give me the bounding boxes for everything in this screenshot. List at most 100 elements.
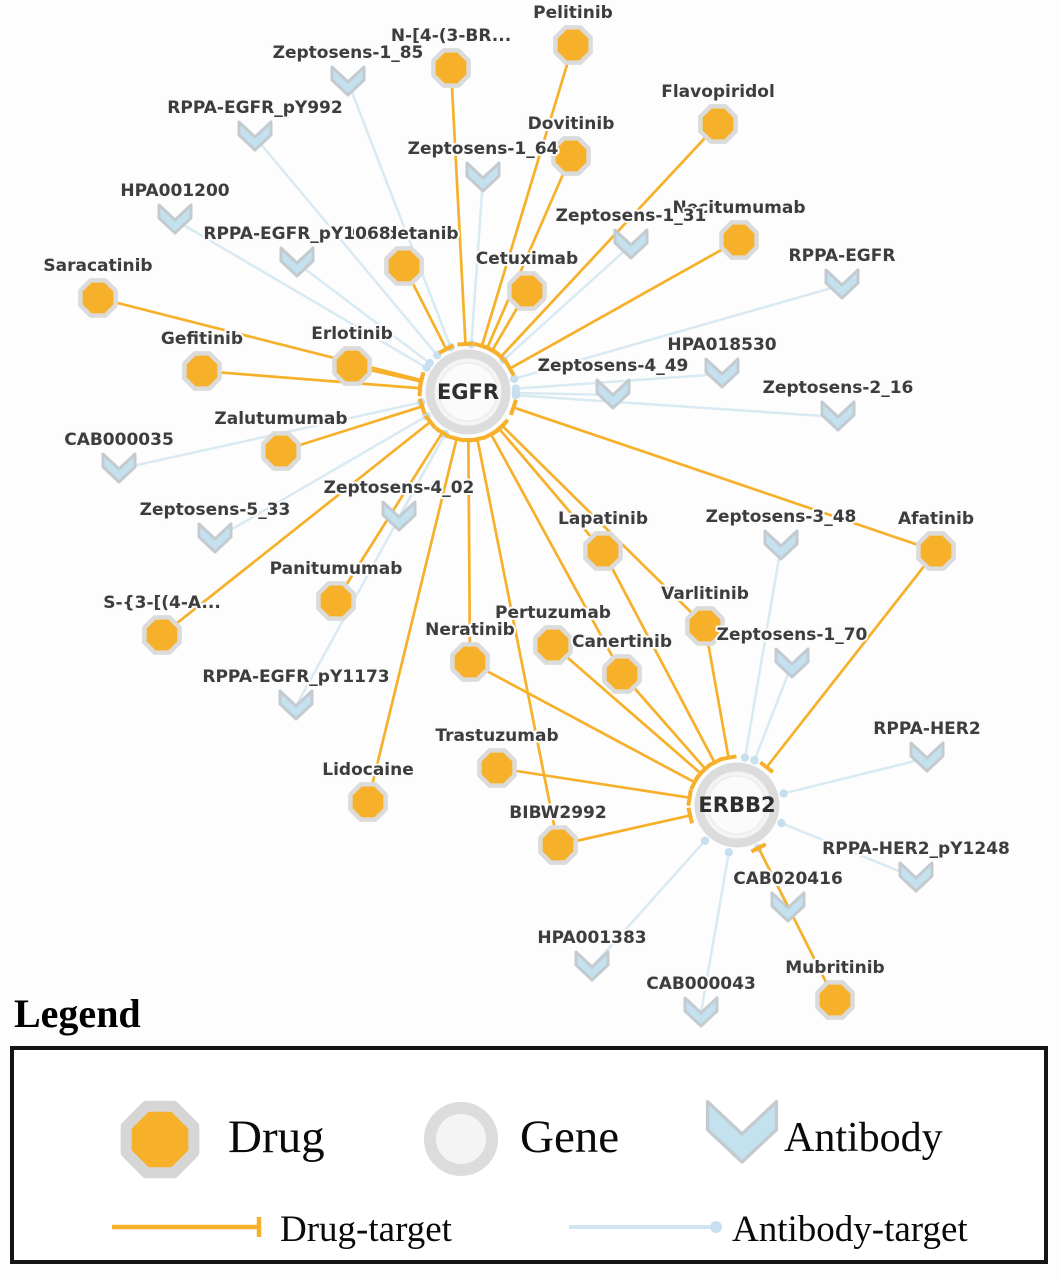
antibody-node-HPA001383[interactable] [574, 950, 610, 982]
antibody-node-CAB000043[interactable] [683, 996, 719, 1028]
node-label-Zeptosens-4_49: Zeptosens-4_49 [538, 356, 689, 376]
drug-node-Flavopiridol[interactable] [698, 104, 738, 144]
drug-node-Pertuzumab[interactable] [533, 625, 573, 665]
legend-gene-label: Gene [520, 1111, 620, 1163]
drug-node-Neratinib[interactable] [450, 642, 490, 682]
antibody-target-edge[interactable] [779, 756, 928, 798]
drug-target-edge[interactable] [750, 842, 837, 1001]
antibody-target-edge[interactable] [777, 818, 917, 880]
node-label-Zalutumumab: Zalutumumab [214, 409, 347, 429]
node-label-HPA018530: HPA018530 [667, 335, 776, 355]
gene-node-ERBB2[interactable] [694, 762, 780, 848]
node-layer [78, 25, 956, 1028]
antibody-node-RPPA-HER2_pY1248[interactable] [898, 861, 934, 893]
drug-node-Saracatinib[interactable] [78, 278, 118, 318]
antibody-node-Zeptosens-1_31[interactable] [613, 228, 649, 260]
node-label-Varlitinib: Varlitinib [661, 584, 749, 604]
drug-node-BIBW2992[interactable] [538, 825, 578, 865]
node-label-CAB000043: CAB000043 [646, 974, 756, 994]
drug-node-Canertinib[interactable] [602, 654, 642, 694]
antibody-node-RPPA-EGFR_pY1068[interactable] [279, 246, 315, 278]
antibody-node-Zeptosens-5_33[interactable] [197, 522, 233, 554]
drug-node-S4A[interactable] [142, 615, 182, 655]
drug-target-edge[interactable] [469, 435, 560, 846]
antibody-node-RPPA-EGFR_pY1173[interactable] [278, 689, 314, 721]
drug-node-Panitumumab[interactable] [316, 581, 356, 621]
node-label-RPPA-EGFR_pY1068: RPPA-EGFR_pY1068 [203, 224, 390, 244]
drug-node-Necitumumab[interactable] [719, 220, 759, 260]
drug-node-Mubritinib[interactable] [815, 980, 855, 1020]
antibody-target-edge[interactable] [296, 262, 434, 368]
legend-drug-label: Drug [228, 1111, 325, 1163]
antibody-node-HPA018530[interactable] [704, 357, 740, 389]
node-label-RPPA-HER2: RPPA-HER2 [873, 719, 980, 739]
antibody-node-RPPA-HER2[interactable] [909, 741, 945, 773]
drug-node-Lapatinib[interactable] [583, 531, 623, 571]
drug-target-edge[interactable] [495, 418, 706, 627]
drug-target-edge[interactable] [552, 643, 708, 781]
drug-target-edge[interactable] [508, 399, 937, 553]
drug-target-edge[interactable] [557, 807, 694, 847]
node-label-Neratinib: Neratinib [425, 620, 515, 640]
drug-node-Dovitinib[interactable] [551, 136, 591, 176]
node-label-Canertinib: Canertinib [572, 632, 672, 652]
drug-node-Cetuximab[interactable] [507, 271, 547, 311]
antibody-node-Zeptosens-1_64[interactable] [465, 161, 501, 193]
antibody-target-edge[interactable] [511, 391, 839, 419]
drug-target-edge[interactable] [491, 421, 605, 552]
antibody-node-Zeptosens-1_70[interactable] [774, 647, 810, 679]
gene-node-EGFR[interactable] [425, 349, 511, 435]
antibody-node-RPPA-EGFR[interactable] [824, 268, 860, 300]
antibody-target-edge[interactable] [740, 545, 783, 762]
drug-target-edge[interactable] [161, 414, 437, 637]
antibody-target-edge[interactable] [699, 848, 734, 1014]
legend-antibody-target-label: Antibody-target [732, 1209, 968, 1250]
legend-antibody-label: Antibody [784, 1115, 943, 1161]
drug-node-Zalutumumab[interactable] [261, 431, 301, 471]
antibody-node-HPA001200[interactable] [157, 203, 193, 235]
node-label-RPPA-EGFR_pY1173: RPPA-EGFR_pY1173 [202, 667, 389, 687]
antibody-node-Zeptosens-2_16[interactable] [820, 400, 856, 432]
node-label-Zeptosens-5_33: Zeptosens-5_33 [140, 500, 291, 520]
node-label-HPA001200: HPA001200 [120, 181, 229, 201]
antibody-node-CAB020416[interactable] [770, 891, 806, 923]
antibody-node-Zeptosens-1_85[interactable] [330, 65, 366, 97]
drug-legend-icon [120, 1100, 200, 1179]
node-label-Zeptosens-1_85: Zeptosens-1_85 [273, 43, 424, 63]
node-label-Panitumumab: Panitumumab [270, 559, 403, 579]
node-label-Cetuximab: Cetuximab [476, 249, 578, 269]
drug-target-edge[interactable] [504, 238, 740, 377]
drug-node-Erlotinib[interactable] [332, 346, 372, 386]
node-label-Zeptosens-1_70: Zeptosens-1_70 [717, 625, 868, 645]
drug-node-Varlitinib[interactable] [685, 606, 725, 646]
drug-node-Vandetanib[interactable] [384, 246, 424, 286]
node-label-Zeptosens-3_48: Zeptosens-3_48 [706, 507, 857, 527]
drug-target-edge[interactable] [449, 67, 474, 347]
drug-target-edge[interactable] [493, 123, 719, 364]
drug-target-edge[interactable] [280, 398, 427, 453]
node-label-Lidocaine: Lidocaine [322, 760, 414, 780]
drug-node-Afatinib[interactable] [916, 531, 956, 571]
antibody-node-Zeptosens-3_48[interactable] [763, 529, 799, 561]
antibody-target-edge[interactable] [591, 836, 710, 968]
antibody-node-Zeptosens-4_02[interactable] [381, 500, 417, 532]
node-label-Trastuzumab: Trastuzumab [435, 726, 558, 746]
antibody-target-edge[interactable] [750, 663, 794, 765]
drug-node-Trastuzumab[interactable] [477, 748, 517, 788]
antibody-node-RPPA-EGFR_pY992[interactable] [237, 120, 273, 152]
drug-target-edge[interactable] [496, 766, 693, 806]
node-label-HPA001383: HPA001383 [537, 928, 646, 948]
drug-node-Gefitinib[interactable] [182, 351, 222, 391]
drug-target-edge[interactable] [483, 428, 624, 675]
drug-target-edge[interactable] [759, 550, 938, 774]
drug-node-Pelitinib[interactable] [553, 25, 593, 65]
node-label-Lapatinib: Lapatinib [558, 509, 648, 529]
antibody-node-Zeptosens-4_49[interactable] [595, 378, 631, 410]
antibody-node-CAB000035[interactable] [101, 452, 137, 484]
antibody-target-edge[interactable] [509, 283, 843, 383]
drug-target-edge[interactable] [703, 625, 737, 762]
drug-node-Lidocaine[interactable] [348, 782, 388, 822]
drug-node-NBR[interactable] [431, 48, 471, 88]
drug-target-edge[interactable] [620, 673, 713, 776]
legend-box: Drug Gene Antibody Drug-target Antibody-… [10, 1046, 1048, 1264]
